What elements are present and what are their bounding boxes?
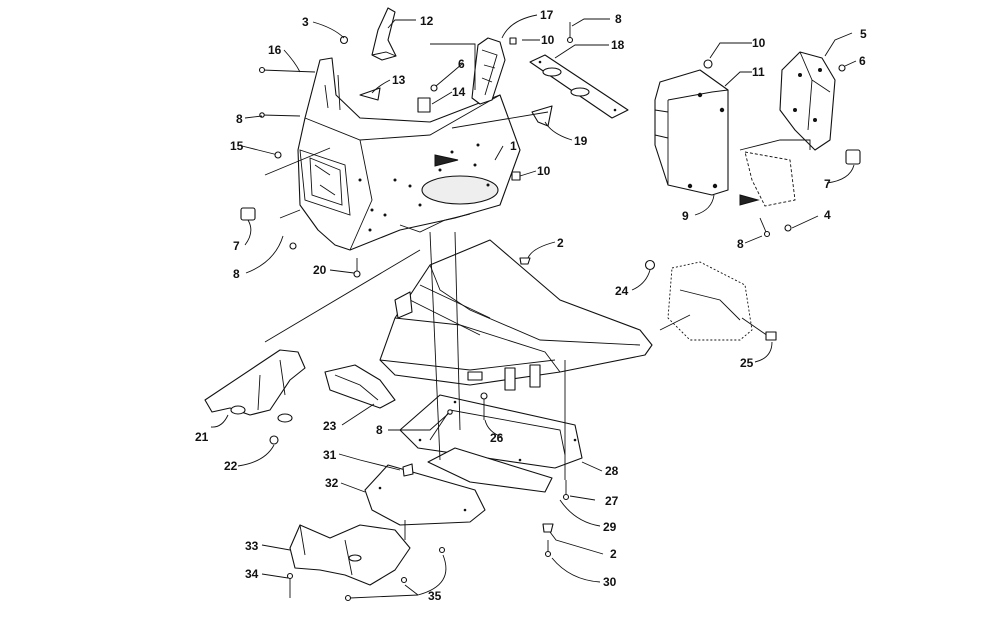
- callout-32: 32: [325, 476, 339, 490]
- callout-13: 13: [392, 73, 406, 87]
- skid-plate-28: [399, 394, 583, 469]
- plate-29: [427, 447, 553, 493]
- callout-33: 33: [245, 539, 259, 553]
- callout-35: 35: [428, 589, 442, 603]
- mount-bracket-5: [779, 51, 836, 151]
- callout-6: 6: [458, 57, 465, 71]
- callout-9: 9: [682, 209, 689, 223]
- callout-20: 20: [313, 263, 327, 277]
- front-nose-23: [324, 364, 396, 409]
- callout-7: 7: [824, 177, 831, 191]
- plate-18: [529, 54, 629, 119]
- lower-bracket-33: [289, 524, 411, 586]
- callout-8: 8: [233, 267, 240, 281]
- callout-15: 15: [230, 139, 244, 153]
- callout-30: 30: [603, 575, 617, 589]
- bracket-19: [531, 105, 553, 127]
- callout-8: 8: [737, 237, 744, 251]
- callout-8: 8: [376, 423, 383, 437]
- bracket-17: [471, 37, 506, 105]
- callout-34: 34: [245, 567, 259, 581]
- callout-8: 8: [236, 112, 243, 126]
- steering-support-21: [204, 349, 306, 423]
- callout-10: 10: [752, 36, 766, 50]
- callout-2: 2: [610, 547, 617, 561]
- callout-27: 27: [605, 494, 619, 508]
- callout-10: 10: [537, 164, 551, 178]
- callout-2: 2: [557, 236, 564, 250]
- callout-7: 7: [233, 239, 240, 253]
- guard-plate-32: [364, 464, 486, 526]
- rear-bracket-panel: [739, 151, 796, 207]
- callouts: 1 2 2 3 4 5 6 6 7 7 8 8 8 8 8 9 10 10 10…: [195, 8, 867, 603]
- callout-5: 5: [860, 27, 867, 41]
- callout-12: 12: [420, 14, 434, 28]
- front-frame: [379, 239, 653, 391]
- callout-23: 23: [323, 419, 337, 433]
- callout-19: 19: [574, 134, 588, 148]
- callout-17: 17: [540, 8, 554, 22]
- callout-1: 1: [510, 139, 517, 153]
- callout-26: 26: [490, 431, 504, 445]
- callout-31: 31: [323, 448, 337, 462]
- callout-25: 25: [740, 356, 754, 370]
- callout-8: 8: [615, 12, 622, 26]
- callout-28: 28: [605, 464, 619, 478]
- callout-3: 3: [302, 15, 309, 29]
- bracket-12: [371, 7, 397, 61]
- callout-14: 14: [452, 85, 466, 99]
- callout-4: 4: [824, 208, 831, 222]
- callout-16: 16: [268, 43, 282, 57]
- callout-18: 18: [611, 38, 625, 52]
- callout-6: 6: [859, 54, 866, 68]
- callout-24: 24: [615, 284, 629, 298]
- callout-leaders: [210, 14, 857, 599]
- side-panel-11: [654, 69, 729, 196]
- callout-10: 10: [541, 33, 555, 47]
- callout-11: 11: [752, 65, 765, 79]
- hardware: [240, 22, 861, 602]
- callout-29: 29: [603, 520, 617, 534]
- callout-22: 22: [224, 459, 238, 473]
- front-bulkhead: [297, 57, 521, 251]
- callout-21: 21: [195, 430, 209, 444]
- engine-mount-area: [667, 261, 753, 341]
